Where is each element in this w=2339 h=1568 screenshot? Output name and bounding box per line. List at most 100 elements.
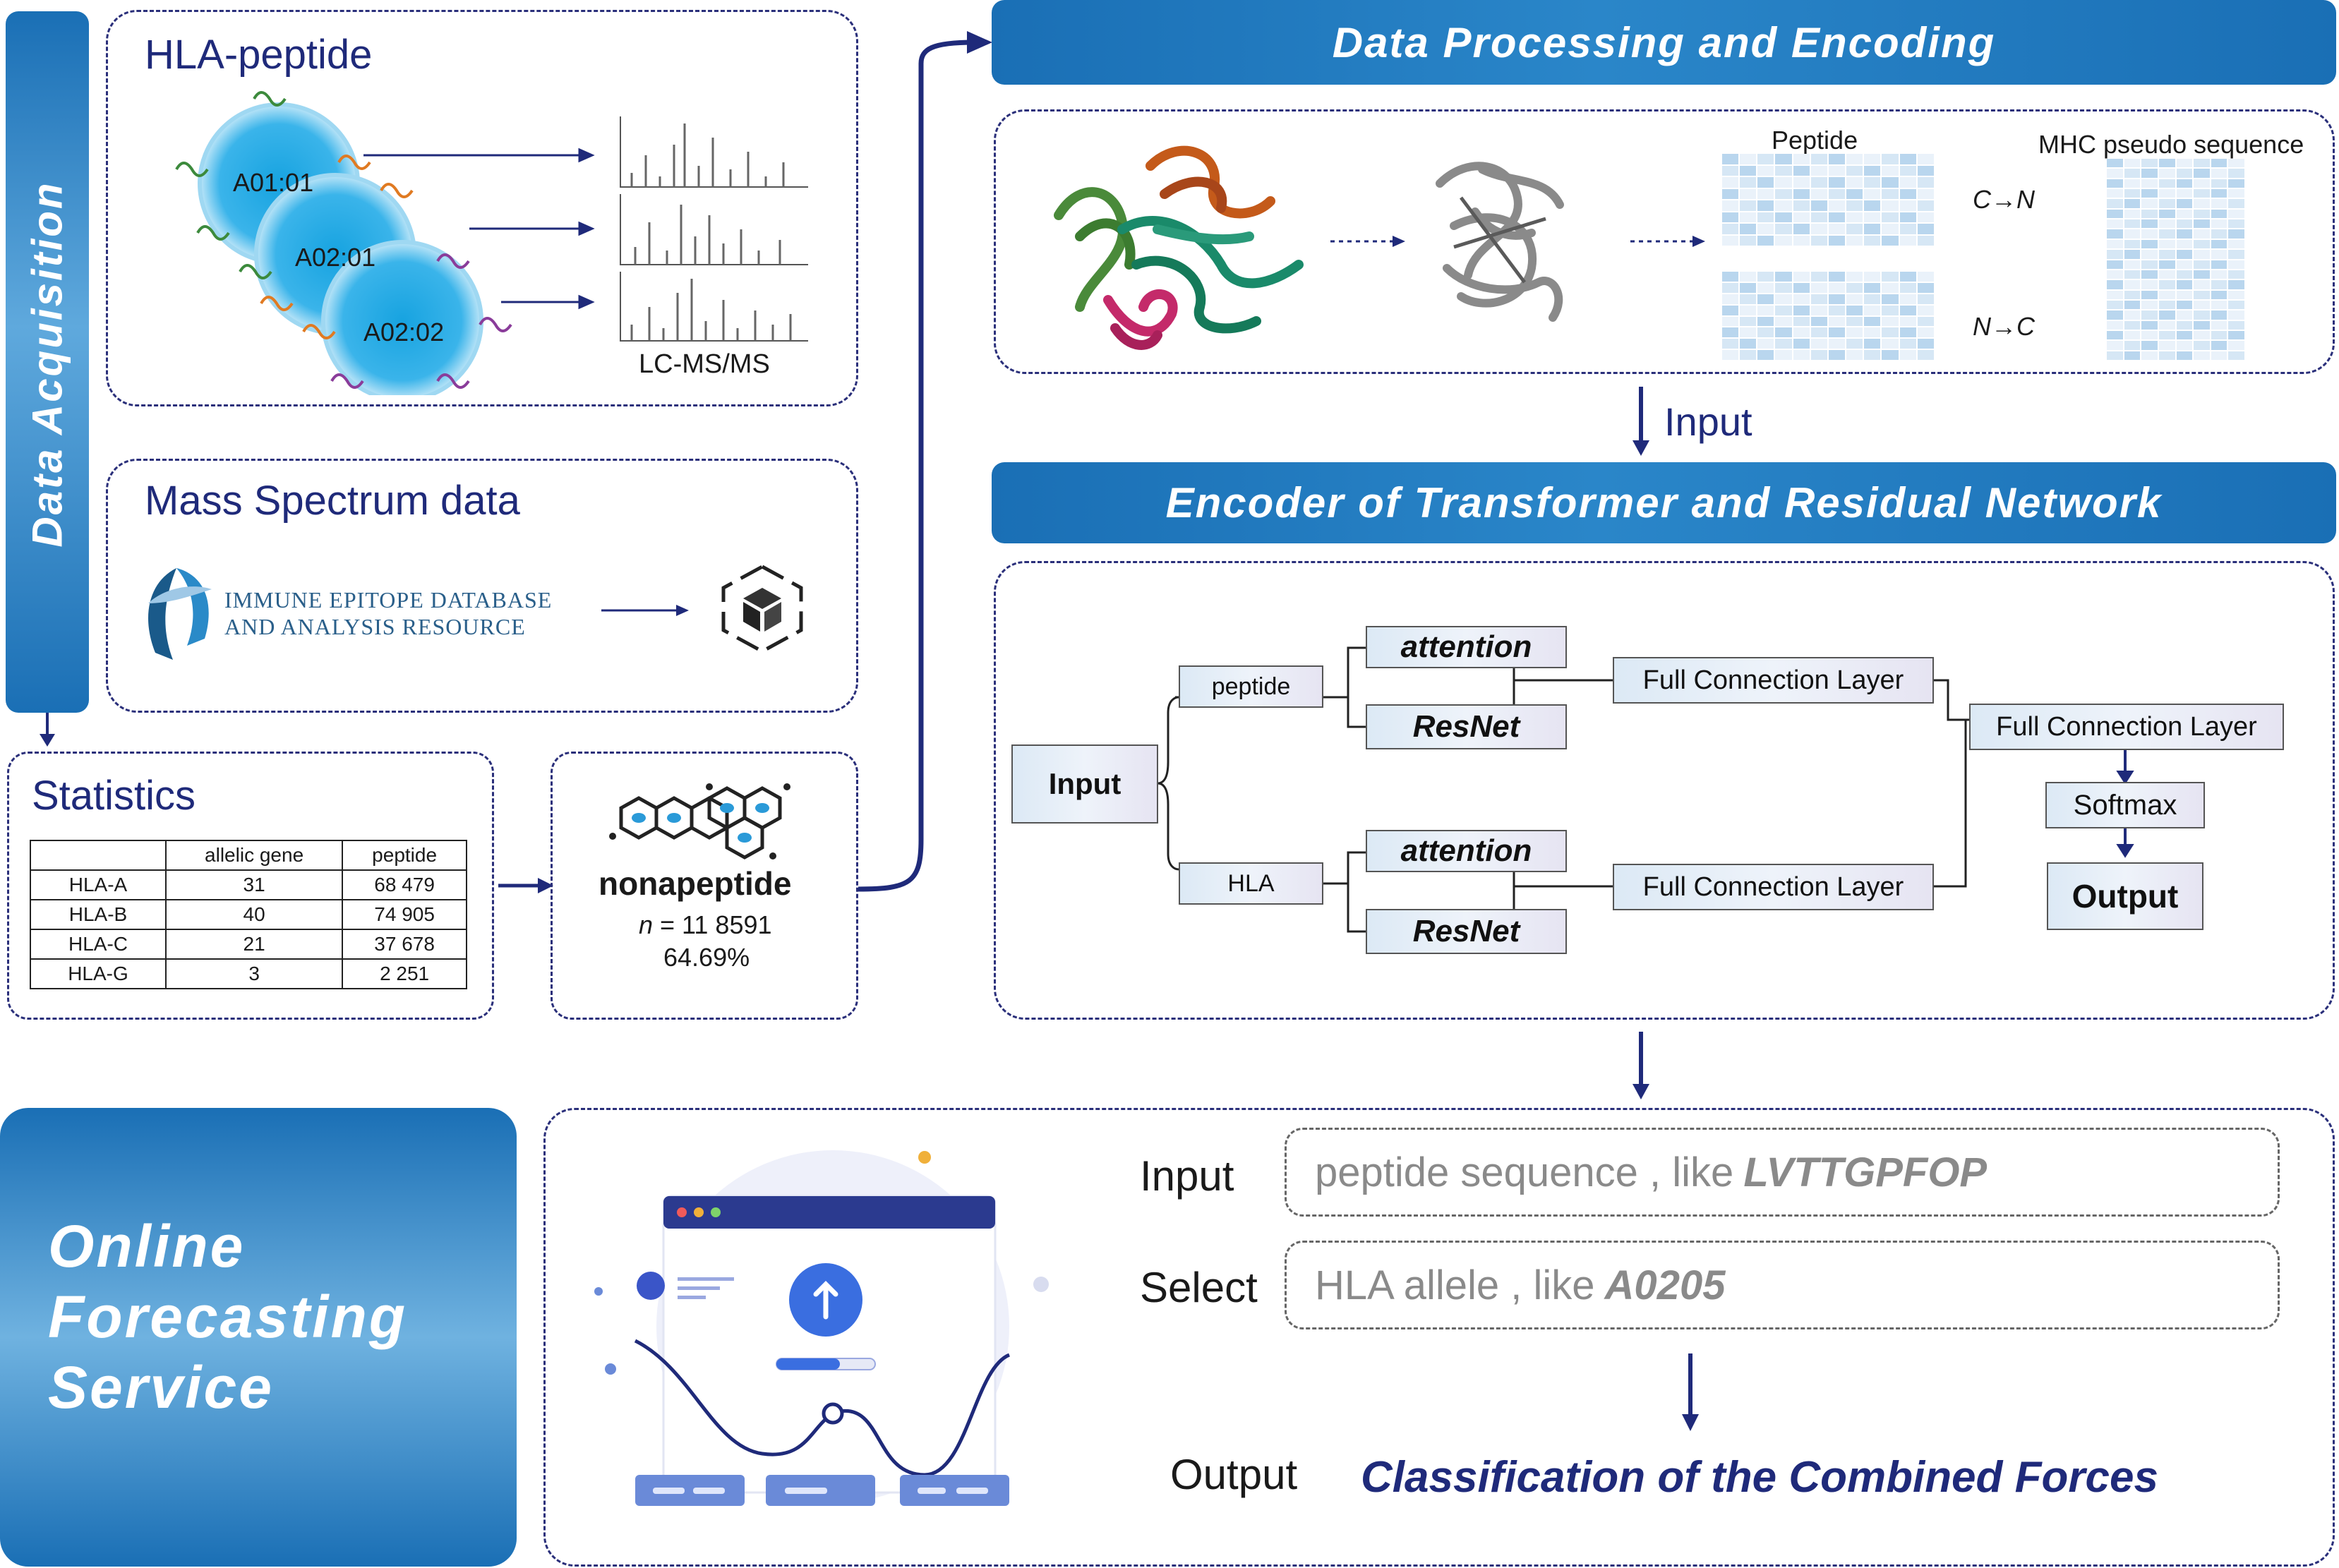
matrix-cell: [2158, 239, 2175, 249]
matrix-cell: [1740, 165, 1757, 176]
matrix-cell: [2228, 179, 2244, 188]
matrix-cell: [1740, 200, 1757, 211]
iedb-logo-icon: [148, 568, 212, 660]
iedb-text-line1: IMMUNE EPITOPE DATABASE: [224, 587, 553, 613]
matrix-cell: [1740, 235, 1757, 246]
matrix-cell: [1722, 165, 1739, 176]
input-example: LVTTGPFOP: [1743, 1149, 1988, 1195]
matrix-cell: [1846, 200, 1863, 211]
matrix-cell: [2141, 330, 2158, 340]
matrix-cell: [1722, 327, 1739, 338]
matrix-cell: [1899, 224, 1916, 234]
matrix-cell: [2158, 330, 2175, 340]
matrix-cell: [1810, 165, 1827, 176]
matrix-cell: [2107, 189, 2123, 198]
matrix-cell: [1882, 200, 1899, 211]
fc-layer-top: Full Connection Layer: [1613, 657, 1934, 704]
matrix-cell: [2194, 300, 2210, 310]
matrix-cell: [1864, 200, 1881, 211]
matrix-cell: [1775, 235, 1792, 246]
count-value: = 11 8591: [653, 910, 772, 939]
mhc-pseudo-label: MHC pseudo sequence: [2038, 130, 2304, 159]
matrix-cell: [1864, 272, 1881, 282]
matrix-cell: [1846, 154, 1863, 164]
matrix-cell: [1917, 294, 1934, 304]
matrix-cell: [1899, 327, 1916, 338]
matrix-cell: [1917, 235, 1934, 246]
matrix-cell: [1757, 212, 1774, 222]
matrix-cell: [2141, 199, 2158, 208]
matrix-cell: [1864, 316, 1881, 327]
matrix-cell: [1882, 235, 1899, 246]
matrix-cell: [2141, 209, 2158, 219]
matrix-cell: [2141, 179, 2158, 188]
matrix-cell: [1917, 154, 1934, 164]
iedb-to-cube-arrow: [601, 605, 689, 616]
matrix-cell: [2228, 239, 2244, 249]
matrix-cell: [1846, 282, 1863, 293]
matrix-cell: [1864, 294, 1881, 304]
lcms-label: LC-MS/MS: [639, 349, 770, 379]
service-output-label: Output: [1170, 1451, 1298, 1498]
matrix-cell: [2124, 351, 2141, 360]
matrix-cell: [1757, 316, 1774, 327]
matrix-cell: [2228, 270, 2244, 279]
matrix-cell: [1846, 224, 1863, 234]
table-header-row: allelic gene peptide: [30, 840, 467, 871]
encoder-title-band: Encoder of Transformer and Residual Netw…: [992, 462, 2336, 543]
matrix-cell: [2211, 229, 2227, 239]
matrix-cell: [1775, 282, 1792, 293]
matrix-cell: [1793, 188, 1810, 199]
matrix-cell: [2158, 290, 2175, 299]
matrix-cell: [2176, 280, 2193, 289]
processing-panel: [994, 109, 2335, 374]
matrix-cell: [1775, 339, 1792, 349]
matrix-cell: [2211, 239, 2227, 249]
matrix-cell: [2158, 270, 2175, 279]
matrix-cell: [1810, 294, 1827, 304]
matrix-cell: [2194, 179, 2210, 188]
matrix-cell: [2124, 179, 2141, 188]
matrix-cell: [2194, 320, 2210, 330]
matrix-cell: [1740, 188, 1757, 199]
matrix-cell: [1810, 327, 1827, 338]
attention-node-bottom: attention: [1366, 830, 1567, 872]
matrix-cell: [1775, 154, 1792, 164]
matrix-cell: [2211, 199, 2227, 208]
matrix-cell: [2228, 169, 2244, 178]
matrix-cell: [1828, 272, 1846, 282]
matrix-cell: [2228, 219, 2244, 229]
matrix-cell: [2176, 320, 2193, 330]
matrix-cell: [2194, 351, 2210, 360]
table-cell: 68 479: [342, 869, 467, 900]
matrix-cell: [2211, 351, 2227, 360]
matrix-cell: [1722, 200, 1739, 211]
matrix-cell: [1722, 305, 1739, 315]
matrix-cell: [2194, 159, 2210, 168]
matrix-cell: [2228, 189, 2244, 198]
matrix-cell: [2158, 189, 2175, 198]
matrix-cell: [1828, 177, 1846, 188]
matrix-cell: [2107, 320, 2123, 330]
matrix-cell: [2176, 219, 2193, 229]
matrix-cell: [2194, 189, 2210, 198]
matrix-cell: [2194, 229, 2210, 239]
matrix-cell: [1828, 154, 1846, 164]
matrix-cell: [1846, 305, 1863, 315]
matrix-cell: [1740, 350, 1757, 360]
data-acquisition-label: Data Acquisition: [23, 181, 71, 548]
matrix-cell: [2176, 159, 2193, 168]
matrix-cell: [2107, 330, 2123, 340]
matrix-cell: [1899, 177, 1916, 188]
matrix-cell: [1810, 282, 1827, 293]
matrix-cell: [2194, 250, 2210, 259]
nonapeptide-count: n = 11 8591: [639, 910, 772, 940]
matrix-cell: [2211, 270, 2227, 279]
matrix-cell: [1722, 282, 1739, 293]
matrix-cell: [2124, 199, 2141, 208]
matrix-cell: [1793, 200, 1810, 211]
